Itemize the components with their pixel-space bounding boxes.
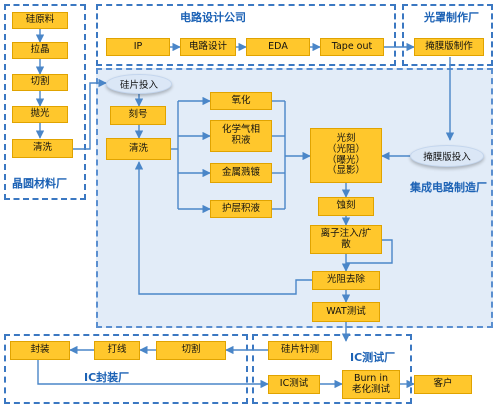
wire-bond-box: 打线: [94, 341, 140, 360]
crystal-pull-box: 拉晶: [12, 42, 68, 59]
ip-box: IP: [106, 38, 170, 56]
mask-making-box: 掩膜版制作: [414, 38, 484, 56]
polishing-box: 抛光: [12, 106, 68, 123]
fab-clean-box: 清洗: [106, 138, 171, 160]
burn-in-box: Burn in 老化测试: [342, 370, 400, 399]
metal-sputter-box: 金属溅镀: [210, 163, 272, 183]
packaging-box: 封装: [10, 341, 70, 360]
mask-factory-title: 光罩制作厂: [424, 11, 479, 24]
dicing-box: 切割: [156, 341, 226, 360]
ic-test-box: IC测试: [268, 375, 320, 394]
wafer-material-title: 晶圆材料厂: [12, 177, 67, 190]
photolithography-box: 光刻 （光阻） （曝光） （显影）: [310, 128, 382, 183]
ic-test-region: [252, 334, 412, 404]
tape-out-box: Tape out: [320, 38, 384, 56]
design-company-region: [96, 4, 396, 66]
wafer-input-oval: 硅片投入: [106, 74, 172, 94]
wafer-clean-box: 清洗: [12, 139, 73, 158]
ic-fab-title: 集成电路制造厂: [410, 181, 487, 194]
ic-test-title: IC测试厂: [350, 351, 396, 364]
raw-silicon-box: 硅原料: [12, 12, 68, 29]
mask-input-oval: 掩膜版投入: [410, 145, 484, 167]
passivation-box: 护层积液: [210, 200, 272, 218]
wafer-probe-box: 硅片针测: [268, 341, 332, 360]
oxidation-box: 氧化: [210, 92, 272, 110]
ion-implant-box: 离子注入/扩 散: [310, 225, 382, 254]
wafer-material-region: [4, 4, 86, 200]
resist-strip-box: 光阻去除: [312, 271, 380, 290]
wat-test-box: WAT测试: [312, 302, 380, 322]
marking-box: 刻号: [110, 106, 166, 125]
eda-box: EDA: [246, 38, 310, 56]
design-company-title: 电路设计公司: [180, 11, 246, 24]
ic-packaging-region: [4, 334, 248, 404]
etching-box: 蚀刻: [318, 197, 374, 216]
cvd-box: 化学气相 积液: [210, 120, 272, 152]
customer-box: 客户: [414, 375, 472, 394]
ic-packaging-title: IC封装厂: [84, 371, 130, 384]
mask-factory-region: [402, 4, 493, 66]
slicing-box: 切割: [12, 74, 68, 91]
circuit-design-box: 电路设计: [180, 38, 236, 56]
